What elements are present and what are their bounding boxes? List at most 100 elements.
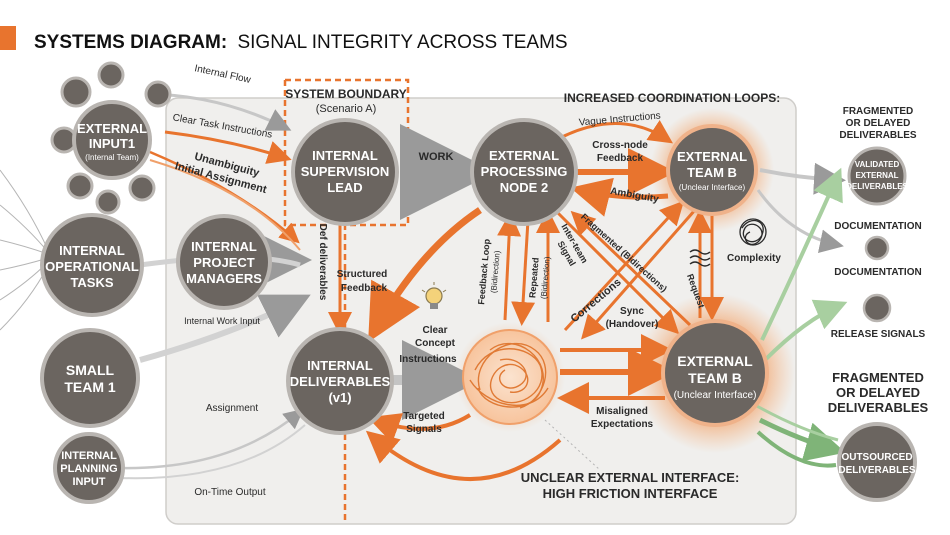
fragmented-bottom-label-2: OR DELAYED: [836, 385, 920, 400]
label-structured-feedback-1: Structured: [337, 269, 388, 280]
label-assignment: Assignment: [206, 403, 258, 414]
boundary-title: SYSTEM BOUNDARY: [285, 87, 407, 101]
fragmented-top-label-3: DELIVERABLES: [839, 130, 917, 141]
fragmented-bottom-label-3: DELIVERABLES: [828, 400, 929, 415]
green-arrow-outsourced: [758, 417, 846, 462]
feedback-loop-arrow-2: [511, 219, 536, 326]
boundary-subtitle: (Scenario A): [316, 103, 377, 115]
satellite-dot: [128, 174, 156, 202]
label-internal-flow: Internal Flow: [193, 63, 252, 86]
svg-text:TEAM B: TEAM B: [688, 370, 742, 386]
node-team-b-bottom[interactable]: EXTERNAL TEAM B (Unclear Interface): [661, 319, 769, 427]
label-instructions: Instructions: [399, 354, 457, 365]
svg-text:(v1): (v1): [328, 390, 351, 405]
loops-title: INCREASED COORDINATION LOOPS:: [564, 91, 780, 105]
inter-team-arrow: [563, 200, 685, 332]
svg-text:TEAM 1: TEAM 1: [64, 379, 116, 395]
node-validated-deliverables[interactable]: VALIDATED EXTERNAL DELIVERABLES: [846, 146, 909, 206]
release-signals-dot[interactable]: [862, 293, 892, 323]
svg-text:NODE 2: NODE 2: [500, 180, 548, 195]
fragmented-bottom-label-1: FRAGMENTED: [832, 370, 924, 385]
documentation-label-1: DOCUMENTATION: [834, 221, 921, 232]
svg-text:MANAGERS: MANAGERS: [186, 271, 262, 286]
svg-text:OPERATIONAL: OPERATIONAL: [45, 259, 139, 274]
lightbulb-icon: [421, 282, 447, 309]
satellite-dot: [60, 76, 92, 108]
tangled-coordination-node[interactable]: [462, 329, 558, 425]
svg-text:DELIVERABLES: DELIVERABLES: [290, 374, 391, 389]
label-targeted-signals-1: Targeted: [403, 411, 445, 422]
page-title: SYSTEMS DIAGRAM: SIGNAL INTEGRITY ACROSS…: [34, 32, 568, 53]
documentation-label-2: DOCUMENTATION: [834, 267, 921, 278]
svg-text:SMALL: SMALL: [66, 362, 115, 378]
fragmented-top-label-2: OR DELAYED: [846, 118, 911, 129]
satellite-dot: [95, 189, 121, 215]
documentation-dot[interactable]: [864, 235, 890, 261]
svg-text:OUTSOURCED: OUTSOURCED: [841, 452, 912, 463]
svg-text:INTERNAL: INTERNAL: [312, 148, 378, 163]
label-targeted-signals-2: Signals: [406, 424, 442, 435]
svg-text:DELIVERABLES: DELIVERABLES: [846, 182, 908, 191]
svg-text:LEAD: LEAD: [327, 180, 362, 195]
node-project-managers[interactable]: INTERNAL PROJECT MANAGERS: [176, 214, 272, 310]
corrections-arrow: [581, 209, 697, 340]
ambiguity-arrow: [570, 177, 669, 217]
svg-text:PROJECT: PROJECT: [193, 255, 254, 270]
node-team-b-top[interactable]: EXTERNAL TEAM B (Unclear Interface): [666, 124, 758, 216]
node-planning-input[interactable]: INTERNAL PLANNING INPUT: [53, 432, 125, 504]
satellite-dot: [144, 80, 172, 108]
targeted-signals-arrow: [367, 413, 472, 444]
svg-text:EXTERNAL: EXTERNAL: [677, 353, 753, 369]
label-on-time-output: On-Time Output: [194, 487, 266, 498]
svg-text:EXTERNAL: EXTERNAL: [677, 149, 747, 164]
svg-text:INTERNAL: INTERNAL: [59, 243, 125, 258]
svg-text:TEAM B: TEAM B: [687, 165, 737, 180]
wave-lines-icon: [689, 249, 711, 267]
label-clear-concept-2: Concept: [415, 338, 456, 349]
incoming-fan-lines: [0, 169, 49, 331]
svg-text:(Unclear Interface): (Unclear Interface): [679, 183, 746, 192]
label-repeated-2: (Bidirection): [539, 256, 552, 300]
node-supervision-lead[interactable]: INTERNAL SUPERVISION LEAD: [291, 118, 399, 226]
svg-text:(Unclear Interface): (Unclear Interface): [674, 390, 757, 401]
svg-text:DELIVERABLES: DELIVERABLES: [838, 465, 916, 476]
svg-text:EXTERNAL: EXTERNAL: [77, 121, 147, 136]
label-sync-2: (Handover): [606, 319, 659, 330]
label-structured-feedback-2: Feedback: [341, 283, 388, 294]
label-repeated-1: Repeated: [527, 257, 540, 298]
label-cross-node-2: Feedback: [597, 153, 644, 164]
svg-text:EXTERNAL: EXTERNAL: [489, 148, 559, 163]
green-arrow-outsourced-2: [756, 430, 837, 468]
dotted-hint-line: [544, 419, 601, 471]
svg-text:SUPERVISION: SUPERVISION: [301, 164, 390, 179]
release-signals-label: RELEASE SIGNALS: [831, 329, 926, 340]
label-cross-node-1: Cross-node: [592, 140, 648, 151]
vague-instructions-arrow: [559, 120, 673, 144]
node-processing-node-2[interactable]: EXTERNAL PROCESSING NODE 2: [470, 118, 578, 226]
structured-feedback-arrow: [368, 207, 482, 343]
satellite-dots: [50, 61, 172, 215]
svg-text:TASKS: TASKS: [70, 275, 113, 290]
label-complexity: Complexity: [727, 253, 781, 264]
label-sync-1: Sync: [620, 306, 644, 317]
green-arrow-up: [760, 167, 843, 341]
complexity-scribble-icon: [739, 218, 767, 246]
node-small-team[interactable]: SMALL TEAM 1: [40, 328, 140, 428]
green-arrow-outsourced-3: [754, 403, 839, 442]
small-team-arrow: [139, 294, 311, 363]
svg-text:INPUT1: INPUT1: [89, 136, 135, 151]
node-internal-deliverables[interactable]: INTERNAL DELIVERABLES (v1): [286, 327, 394, 435]
fragmented-arrow-back: [570, 210, 692, 327]
node-external-input[interactable]: EXTERNAL INPUT1 (Internal Team): [72, 100, 152, 180]
planning-arrow: [119, 408, 304, 470]
accent-bar: [0, 26, 16, 50]
unclear-interface-title-1: UNCLEAR EXTERNAL INTERFACE:: [521, 470, 740, 485]
label-clear-concept-1: Clear: [422, 325, 447, 336]
node-outsourced-deliverables[interactable]: OUTSOURCED DELIVERABLES: [837, 422, 917, 502]
node-operational-tasks[interactable]: INTERNAL OPERATIONAL TASKS: [40, 213, 144, 317]
svg-text:PLANNING: PLANNING: [60, 463, 117, 475]
return-loop-arrow: [365, 430, 562, 481]
green-arrow-release: [763, 299, 848, 362]
